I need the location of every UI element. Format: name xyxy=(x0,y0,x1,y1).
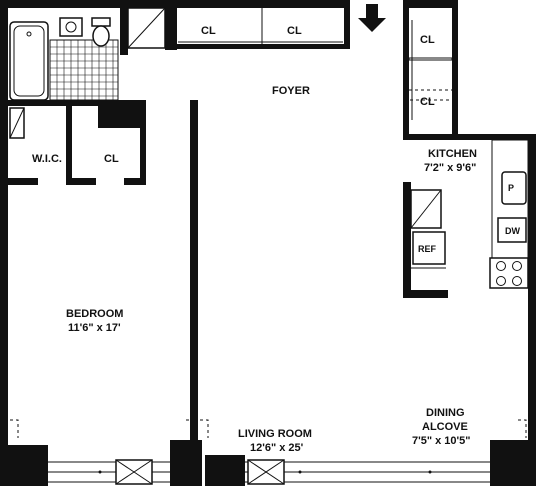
wic-shelf xyxy=(9,107,25,139)
window-unit-icon xyxy=(115,459,153,485)
refrigerator: REF xyxy=(412,231,446,265)
window-unit-icon xyxy=(247,459,285,485)
toilet-icon xyxy=(91,17,111,47)
closet-top-right-label: CL xyxy=(287,25,302,37)
closet-bedroom-label: CL xyxy=(104,153,119,165)
kitchen-label: KITCHEN xyxy=(428,148,477,160)
kitchen-fixtures: P DW REF xyxy=(410,139,529,289)
living-room-size: 12'6" x 25' xyxy=(250,442,304,454)
dishwasher: DW xyxy=(497,217,527,243)
room-labels: CL CL CL CL FOYER W.I.C. CL KITCHEN 7'2"… xyxy=(32,25,477,454)
living-room-label: LIVING ROOM xyxy=(238,428,312,440)
bedroom-size: 11'6" x 17' xyxy=(68,322,121,334)
bathroom xyxy=(9,17,119,101)
right-closets xyxy=(408,20,453,120)
entry-arrow-icon xyxy=(358,4,386,32)
wic-label: W.I.C. xyxy=(32,153,62,165)
stove-icon xyxy=(489,257,529,289)
sink-icon: P xyxy=(501,171,527,205)
windows xyxy=(48,459,490,485)
closet-top-left-label: CL xyxy=(201,25,216,37)
sink-icon xyxy=(59,17,83,37)
bath-tile-floor xyxy=(49,39,119,101)
bedroom-label: BEDROOM xyxy=(66,308,123,320)
refrigerator-label: REF xyxy=(418,244,437,254)
dining-label-line2: ALCOVE xyxy=(422,421,468,433)
dishwasher-label: DW xyxy=(505,226,520,236)
bathtub-icon xyxy=(13,25,45,97)
top-closets xyxy=(127,7,343,49)
foyer-label: FOYER xyxy=(272,85,310,97)
dining-label: DINING xyxy=(426,407,465,419)
closet-right-lower-label: CL xyxy=(420,96,435,108)
dining-size: 7'5" x 10'5" xyxy=(412,435,470,447)
column-marks xyxy=(10,99,527,438)
kitchen-size: 7'2" x 9'6" xyxy=(424,162,476,174)
sink-mark: P xyxy=(508,183,514,193)
closet-right-upper-label: CL xyxy=(420,34,435,46)
